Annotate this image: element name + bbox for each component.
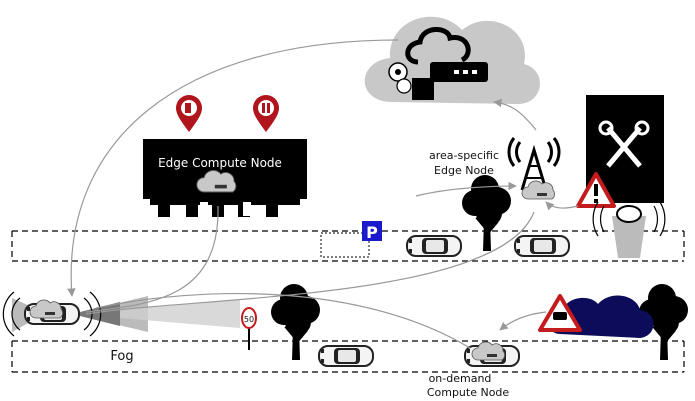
area-node-label-line1: area-specific	[429, 149, 499, 162]
fog-label: Fog	[110, 349, 133, 364]
speed-limit-sign: 50	[241, 307, 257, 350]
car-upper-1	[406, 235, 462, 257]
cell-tower-icon	[507, 137, 561, 191]
parking-spot	[320, 232, 370, 258]
sensor-beam	[12, 296, 240, 332]
gauge-icon	[396, 78, 412, 94]
speed-limit-value: 50	[244, 315, 254, 324]
tools-icon	[598, 120, 650, 168]
ego-car-cloud-icon	[29, 299, 64, 319]
pause-pin-icon	[253, 95, 279, 132]
area-node-label-line2: Edge Node	[434, 164, 494, 177]
road-lower	[11, 340, 685, 373]
device-icon	[412, 78, 434, 100]
roadwork-cone	[592, 201, 666, 258]
connection-arrows	[67, 39, 579, 349]
cloud-icon	[405, 27, 471, 65]
parking-sign-letter: P	[366, 223, 378, 242]
car-lower-1	[318, 345, 374, 367]
car-skid-warning-icon	[538, 294, 582, 332]
on-demand-cloud-icon	[471, 341, 506, 361]
ego-car-waves	[2, 291, 102, 337]
on-demand-label-line1: on-demand	[429, 372, 492, 385]
car-upper-2	[514, 235, 570, 257]
road-upper	[11, 230, 685, 262]
area-node-cloud-icon	[521, 180, 556, 200]
edge-node-label: Edge Compute Node	[158, 156, 282, 170]
parking-sign: P	[362, 221, 382, 242]
on-demand-label-line2: Compute Node	[427, 386, 510, 399]
central-cloud	[364, 16, 540, 104]
fuel-pump-pin-icon	[176, 95, 202, 132]
edge-compute-node: Edge Compute Node	[143, 139, 307, 217]
